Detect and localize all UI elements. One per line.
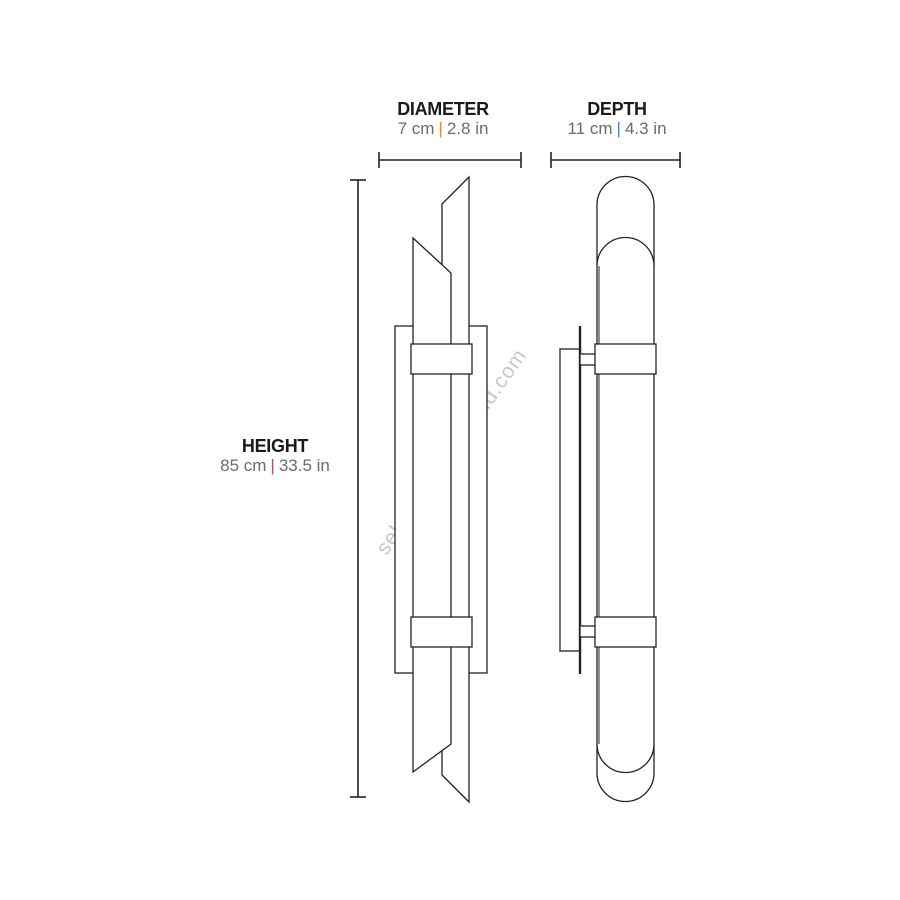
outer-tube [596, 175, 655, 803]
front-tube [412, 236, 452, 774]
depth-cm: 11 cm [567, 119, 613, 138]
top-band [410, 343, 473, 375]
wall-plate [559, 348, 581, 652]
inner-tube-top [596, 236, 655, 267]
front-view [394, 175, 488, 804]
side-top-band [594, 343, 657, 375]
depth-label: DEPTH 11 cm|4.3 in [567, 99, 666, 139]
connector-top [579, 353, 597, 366]
diameter-separator: | [438, 119, 443, 138]
connector-bottom [579, 625, 597, 638]
side-view [559, 175, 657, 803]
diameter-label: DIAMETER 7 cm|2.8 in [397, 99, 489, 139]
depth-separator: | [616, 119, 621, 138]
inner-tube-bottom [596, 743, 655, 774]
height-cm: 85 cm [220, 456, 267, 475]
height-title: HEIGHT [241, 436, 309, 456]
height-dimension-line [350, 179, 366, 798]
depth-title: DEPTH [587, 99, 647, 119]
bottom-band [410, 616, 473, 648]
diameter-in: 2.8 in [446, 119, 489, 138]
height-label: HEIGHT 85 cm|33.5 in [220, 436, 330, 476]
height-in: 33.5 in [278, 456, 330, 475]
depth-dimension-line [550, 152, 681, 168]
side-bottom-band [594, 616, 657, 648]
diameter-cm: 7 cm [397, 119, 435, 138]
height-separator: | [270, 456, 275, 475]
diameter-dimension-line [378, 152, 522, 168]
depth-in: 4.3 in [624, 119, 667, 138]
diameter-title: DIAMETER [397, 99, 489, 119]
